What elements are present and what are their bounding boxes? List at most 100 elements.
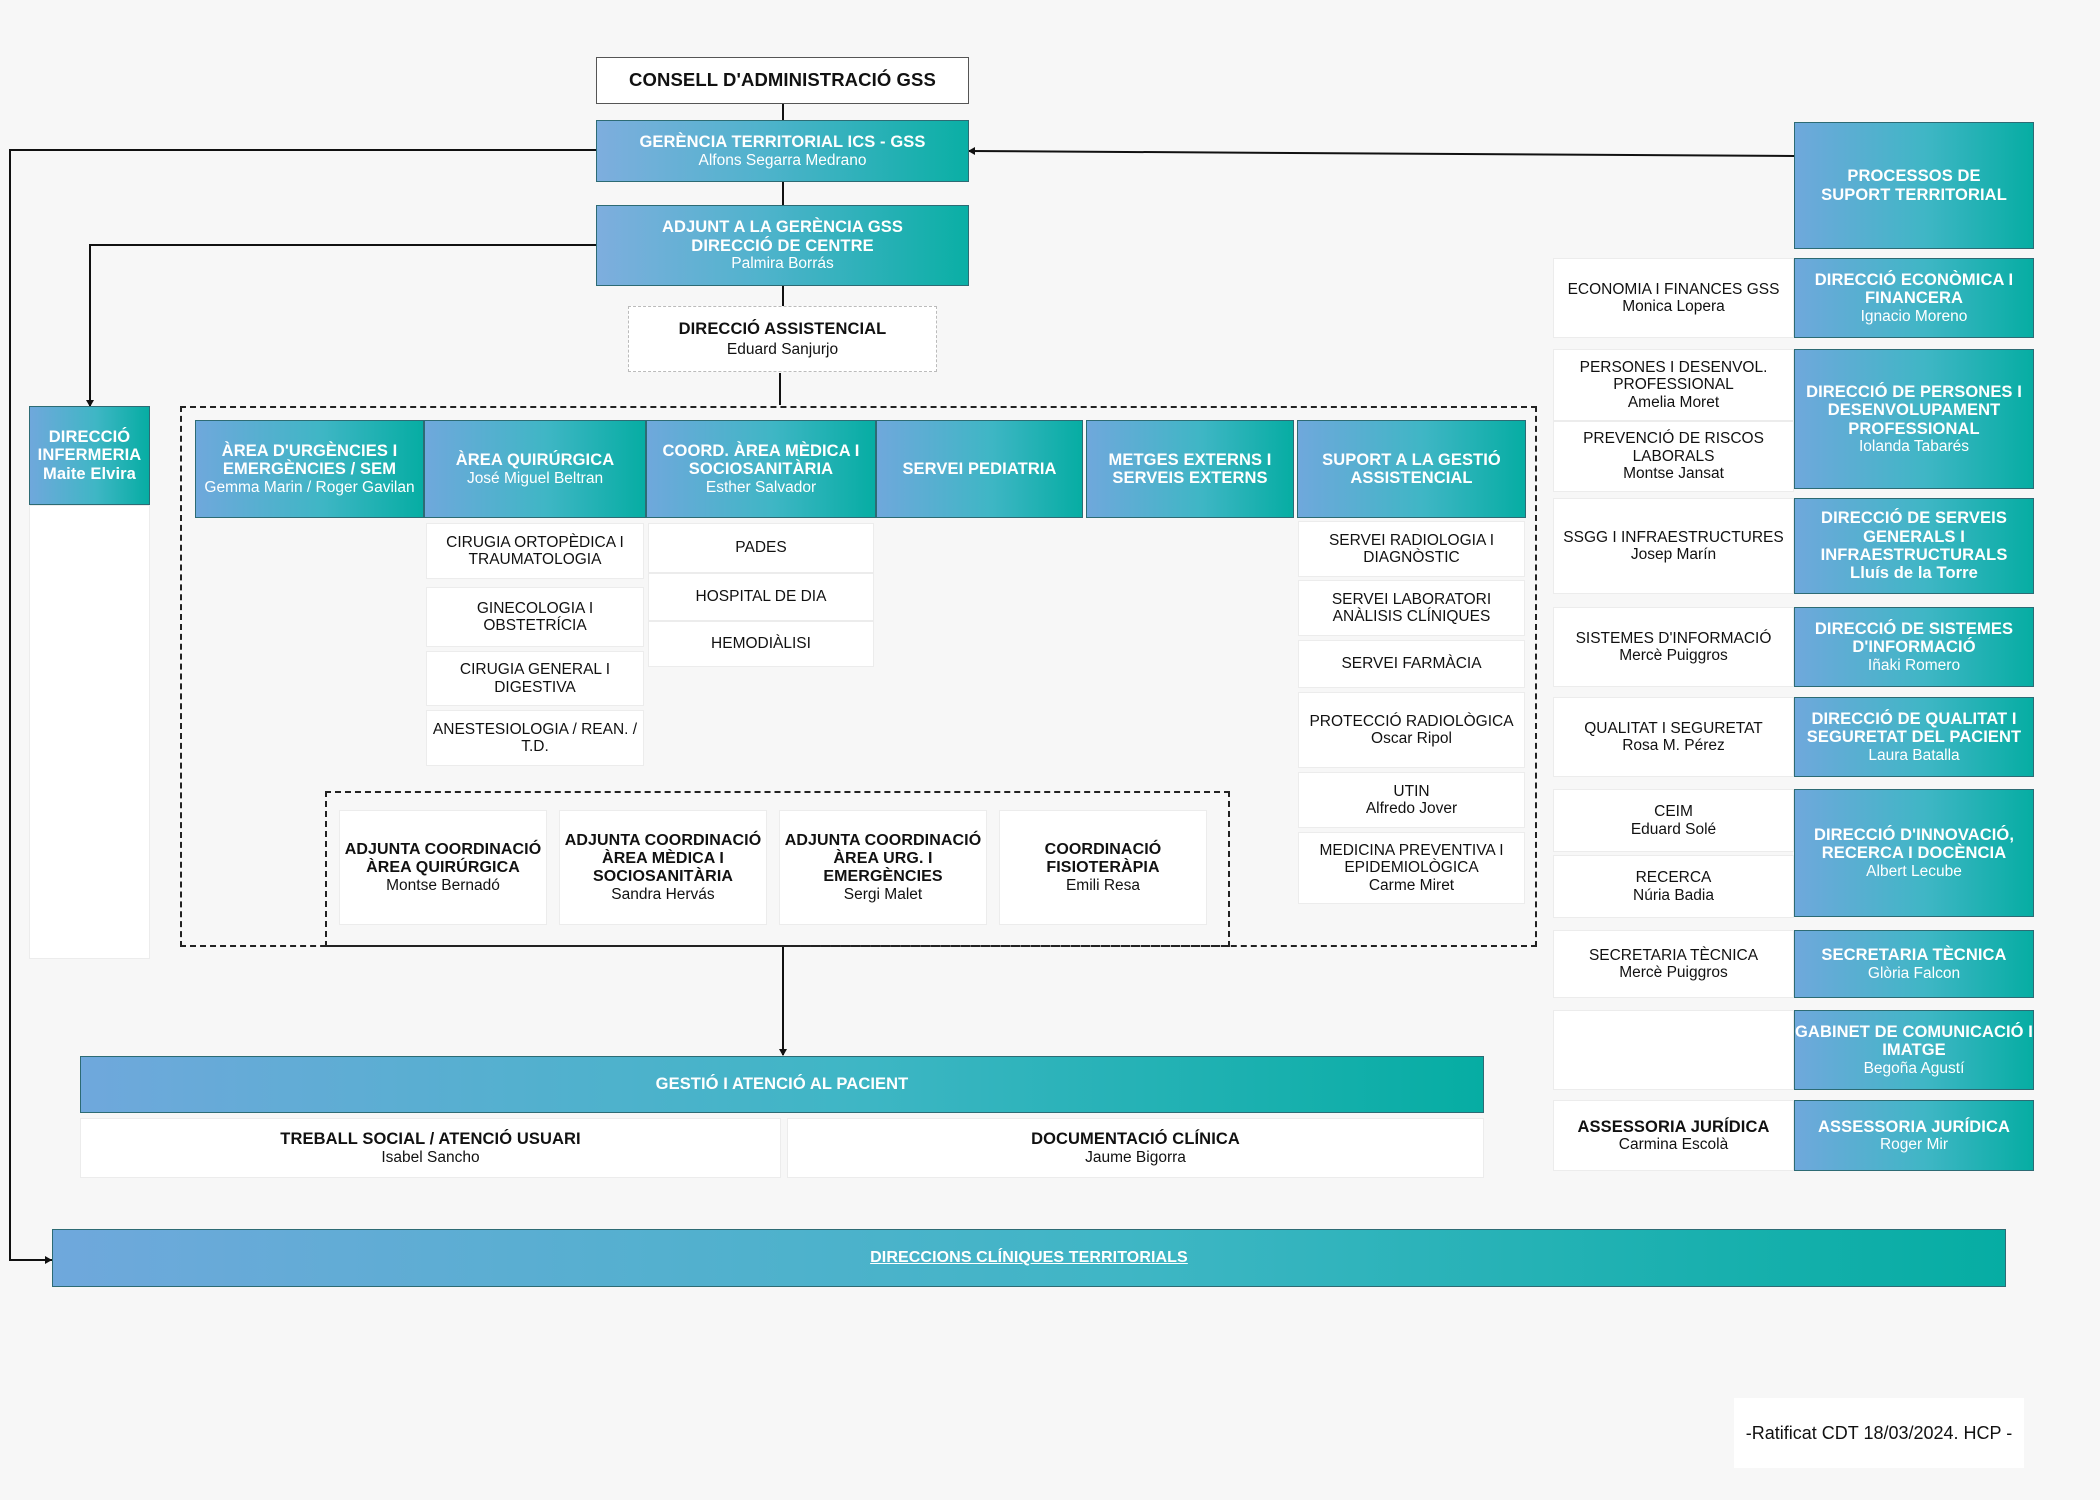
unit-box: SERVEI RADIOLOGIA I DIAGNÒSTIC [1298, 521, 1525, 577]
direccions-cliniques-link[interactable]: DIRECCIONS CLÍNIQUES TERRITORIALS [870, 1249, 1188, 1267]
unit-box: HEMODIÀLISI [648, 621, 874, 667]
adjunta-box: ADJUNTA COORDINACIÓ ÀREA URG. I EMERGÈNC… [779, 810, 987, 925]
adjunta-name: Sergi Malet [843, 885, 923, 903]
support-unit-box: SSGG I INFRAESTRUCTURES Josep Marín [1553, 498, 1794, 594]
support-direction-name: Roger Mir [1879, 1136, 1949, 1154]
gestio-unit-name: Jaume Bigorra [1085, 1148, 1186, 1166]
support-direction-name: Iolanda Tabarés [1858, 438, 1970, 456]
support-unit-name: Rosa M. Pérez [1622, 737, 1725, 754]
support-direction-title: DIRECCIÓ DE PERSONES I DESENVOLUPAMENT P… [1806, 382, 2022, 438]
footer-note-box: -Ratificat CDT 18/03/2024. HCP - [1734, 1398, 2024, 1468]
adjunta-name: Montse Bernadó [386, 876, 500, 894]
infermeria-title-l2: INFERMERIA [37, 446, 142, 465]
support-unit-title: SSGG I INFRAESTRUCTURES [1563, 528, 1784, 546]
board-box: CONSELL D'ADMINISTRACIÓ GSS [596, 57, 969, 104]
support-direction-name: Begoña Agustí [1863, 1059, 1965, 1077]
adjunta-title: ADJUNTA COORDINACIÓ ÀREA URG. I EMERGÈNC… [784, 831, 982, 885]
area-quirurgica-header: ÀREA QUIRÚRGICA José Miguel Beltran [424, 420, 646, 518]
gestio-unit-box: DOCUMENTACIÓ CLÍNICA Jaume Bigorra [787, 1118, 1484, 1178]
support-direction-box: DIRECCIÓ ECONÒMICA I FINANCERA Ignacio M… [1794, 258, 2034, 338]
support-unit-name: Montse Jansat [1623, 465, 1724, 483]
support-direction-name: Albert Lecube [1866, 862, 1962, 880]
support-unit-title: CEIM [1654, 803, 1693, 821]
board-title: CONSELL D'ADMINISTRACIÓ GSS [629, 69, 936, 91]
support-direction-box: DIRECCIÓ DE SISTEMES D'INFORMACIÓ Iñaki … [1794, 607, 2034, 687]
unit-label: PROTECCIÓ RADIOLÒGICA [1309, 712, 1514, 730]
gestio-unit-title: DOCUMENTACIÓ CLÍNICA [1031, 1130, 1240, 1149]
support-unit-title: PERSONES I DESENVOL. PROFESSIONAL [1579, 358, 1768, 394]
processos-title: PROCESSOS DE SUPORT TERRITORIAL [1821, 167, 2007, 204]
gerencia-box: GERÈNCIA TERRITORIAL ICS - GSS Alfons Se… [596, 120, 969, 182]
support-unit-box: ASSESSORIA JURÍDICA Carmina Escolà [1553, 1100, 1794, 1171]
unit-box: ANESTESIOLOGIA / REAN. / T.D. [426, 710, 644, 766]
unit-name: Oscar Ripol [1371, 730, 1452, 747]
area-title: COORD. ÀREA MÈDICA I SOCIOSANITÀRIA [662, 441, 860, 479]
adjunta-box: ADJUNTA COORDINACIÓ ÀREA QUIRÚRGICA Mont… [339, 810, 547, 925]
unit-box: GINECOLOGIA I OBSTETRÍCIA [426, 587, 644, 647]
adjunta-name: Emili Resa [1065, 876, 1141, 894]
adjunta-box: COORDINACIÓ FISIOTERÀPIA Emili Resa [999, 810, 1207, 925]
support-unit-name: Núria Badia [1633, 886, 1714, 904]
unit-label: CIRUGIA ORTOPÈDICA I TRAUMATOLOGIA [446, 533, 624, 568]
support-unit-box: QUALITAT I SEGURETAT Rosa M. Pérez [1553, 697, 1794, 777]
unit-label: HOSPITAL DE DIA [695, 588, 827, 606]
support-direction-title: DIRECCIÓ ECONÒMICA I FINANCERA [1814, 270, 2014, 308]
infermeria-panel [29, 505, 150, 959]
unit-box: UTIN Alfredo Jover [1298, 772, 1525, 828]
unit-label: GINECOLOGIA I OBSTETRÍCIA [476, 599, 594, 634]
support-direction-box: SECRETARIA TÈCNICA Glòria Falcon [1794, 930, 2034, 998]
support-direction-name: Laura Batalla [1868, 746, 1960, 764]
unit-label: UTIN [1393, 782, 1430, 800]
unit-label: HEMODIÀLISI [711, 635, 811, 653]
unit-box: PROTECCIÓ RADIOLÒGICA Oscar Ripol [1298, 692, 1525, 768]
support-direction-name: Ignacio Moreno [1860, 307, 1968, 325]
processos-header: PROCESSOS DE SUPORT TERRITORIAL [1794, 122, 2034, 249]
unit-label: SERVEI RADIOLOGIA I DIAGNÒSTIC [1328, 531, 1495, 566]
area-pediatria-header: SERVEI PEDIATRIA [876, 420, 1083, 518]
adjunta-title: COORDINACIÓ FISIOTERÀPIA [1044, 840, 1162, 876]
area-title: SUPORT A LA GESTIÓ ASSISTENCIAL [1322, 450, 1501, 487]
support-unit-name: Monica Lopera [1622, 298, 1725, 315]
area-head-name: Esther Salvador [705, 478, 817, 496]
adjunt-title-l2: DIRECCIÓ DE CENTRE [691, 236, 874, 255]
support-unit-box: PERSONES I DESENVOL. PROFESSIONAL Amelia… [1553, 349, 1794, 421]
support-unit-name: Mercè Puiggros [1619, 964, 1728, 981]
support-unit-box: ECONOMIA I FINANCES GSS Monica Lopera [1553, 258, 1794, 338]
support-unit-box: CEIM Eduard Solé [1553, 789, 1794, 852]
gestio-unit-box: TREBALL SOCIAL / ATENCIÓ USUARI Isabel S… [80, 1118, 781, 1178]
support-unit-name: Mercè Puiggros [1619, 647, 1728, 664]
gestio-unit-name: Isabel Sancho [381, 1148, 480, 1166]
support-unit-name: Eduard Solé [1630, 820, 1717, 838]
support-direction-title: DIRECCIÓ DE SISTEMES D'INFORMACIÓ [1814, 619, 2014, 657]
adjunta-box: ADJUNTA COORDINACIÓ ÀREA MÈDICA I SOCIOS… [559, 810, 767, 925]
support-unit-name: Amelia Moret [1627, 393, 1720, 411]
support-unit-title: ECONOMIA I FINANCES GSS [1567, 280, 1780, 298]
gestio-header: GESTIÓ I ATENCIÓ AL PACIENT [80, 1056, 1484, 1113]
support-unit-box: PREVENCIÓ DE RISCOS LABORALS Montse Jans… [1553, 421, 1794, 492]
unit-name: Alfredo Jover [1365, 800, 1458, 817]
area-title: SERVEI PEDIATRIA [902, 459, 1057, 478]
direccions-cliniques-link-box[interactable]: DIRECCIONS CLÍNIQUES TERRITORIALS [52, 1229, 2006, 1287]
area-suport-gestio-header: SUPORT A LA GESTIÓ ASSISTENCIAL [1297, 420, 1526, 518]
area-urgencies-header: ÀREA D'URGÈNCIES I EMERGÈNCIES / SEM Gem… [195, 420, 424, 518]
support-unit-box: SECRETARIA TÈCNICA Mercè Puiggros [1553, 930, 1794, 998]
support-unit-title: QUALITAT I SEGURETAT [1584, 719, 1763, 737]
support-direction-title: DIRECCIÓ DE SERVEIS GENERALS I INFRAESTR… [1820, 509, 2008, 564]
support-unit-title: SECRETARIA TÈCNICA [1588, 946, 1759, 964]
unit-box: CIRUGIA GENERAL I DIGESTIVA [426, 651, 644, 706]
support-direction-name: Glòria Falcon [1867, 964, 1961, 982]
assistencial-title: DIRECCIÓ ASSISTENCIAL [678, 319, 887, 338]
area-head-name: Gemma Marin / Roger Gavilan [204, 478, 415, 496]
adjunt-title-l1: ADJUNT A LA GERÈNCIA GSS [661, 218, 904, 237]
unit-box: SERVEI FARMÀCIA [1298, 640, 1525, 688]
adjuntes-area [325, 791, 1230, 947]
area-head-name: José Miguel Beltran [466, 469, 604, 487]
support-direction-box: DIRECCIÓ D'INNOVACIÓ, RECERCA I DOCÈNCIA… [1794, 789, 2034, 917]
unit-box: SERVEI LABORATORI ANÀLISIS CLÍNIQUES [1298, 580, 1525, 636]
support-direction-name: Iñaki Romero [1867, 656, 1961, 674]
area-medica-header: COORD. ÀREA MÈDICA I SOCIOSANITÀRIA Esth… [646, 420, 876, 518]
support-direction-name: Lluís de la Torre [1850, 564, 1978, 583]
area-title: ÀREA D'URGÈNCIES I EMERGÈNCIES / SEM [221, 441, 398, 479]
adjunt-name: Palmira Borrás [731, 255, 834, 273]
